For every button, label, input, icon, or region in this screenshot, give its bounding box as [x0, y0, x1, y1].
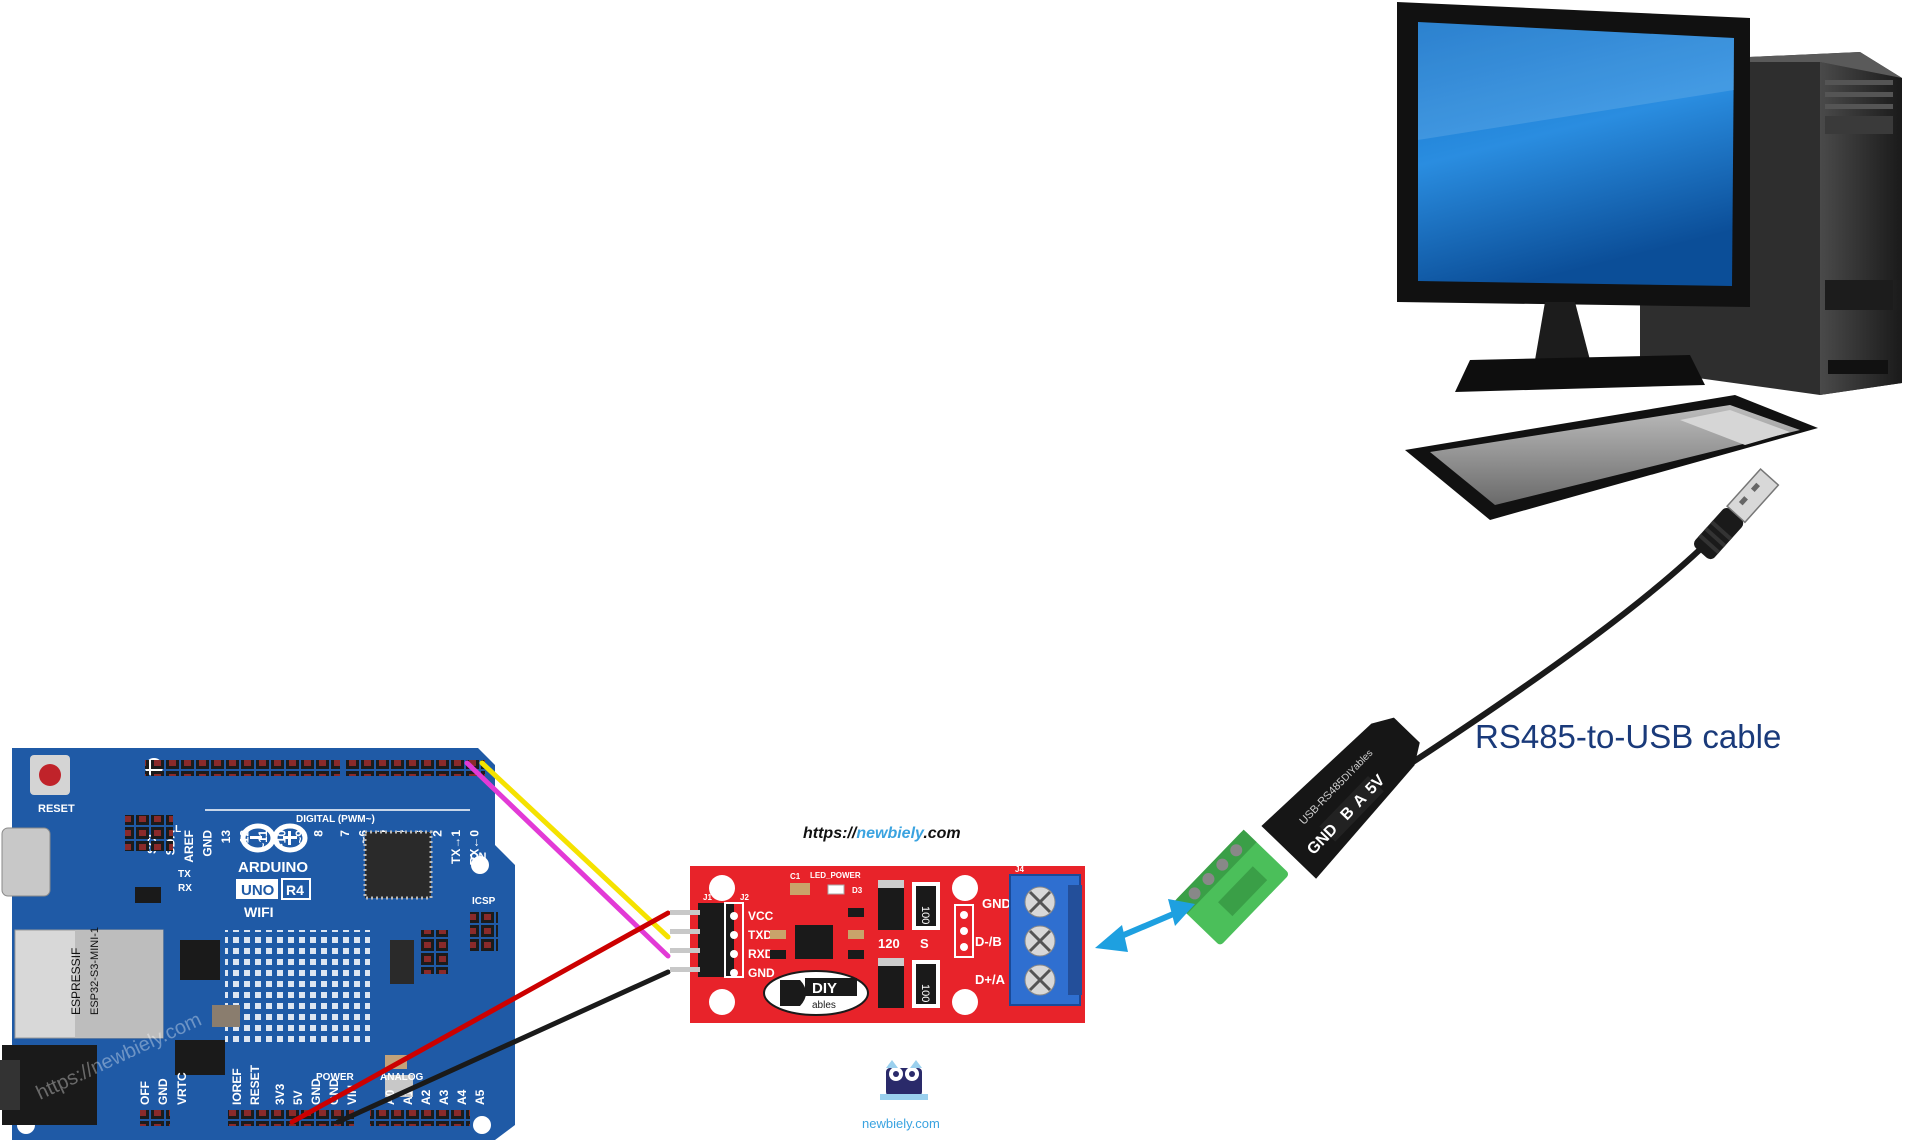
arduino-bottom-pin-label: 3V3: [273, 1083, 287, 1105]
rs485-led-label: LED_POWER: [810, 871, 861, 880]
esp32-maker-label: ESPRESSIF: [69, 948, 83, 1015]
arduino-bottom-pin-label: GND: [309, 1078, 323, 1105]
bidirectional-arrow: [1095, 899, 1195, 952]
rs485-ref-j2: J2: [740, 893, 749, 902]
usb-cable: [1367, 467, 1780, 793]
rs485-ttl-module: VCC TXD RXD GND J2 J1 C1 LED_POWER D3 10…: [670, 865, 1085, 1023]
adapter-terminal-block: [1174, 829, 1289, 945]
pc-keyboard: [1405, 395, 1818, 520]
wire-yellow-tx-to-rxd: [479, 760, 671, 940]
rs485-ref-c1: C1: [790, 872, 801, 881]
arduino-bottom-pin-label: A3: [437, 1089, 451, 1105]
arduino-top-pin-label: AREF: [182, 830, 196, 863]
rs485-ref-j1: J1: [703, 893, 712, 902]
diyables-logo-ables: ables: [812, 1000, 836, 1011]
arduino-icsp-label: ICSP: [472, 896, 496, 907]
arduino-bottom-pin-label: A4: [455, 1089, 469, 1105]
arduino-bottom-pin-label: OFF: [138, 1081, 152, 1105]
pc-monitor: [1397, 2, 1750, 392]
esp32-part-label: ESP32-S3-MINI-1: [89, 927, 101, 1015]
arduino-model-uno: UNO: [241, 882, 275, 899]
arduino-model-wifi: WIFI: [244, 904, 274, 920]
arduino-top-pin-label: ~11: [256, 830, 270, 850]
terminal-screw-1: [1024, 886, 1056, 918]
arduino-analog-label: ANALOG: [380, 1072, 424, 1083]
rs485-resistor-a: 100: [919, 906, 931, 924]
usb-rs485-adapter: USB-RS485 DIYables GND B A 5V: [1174, 717, 1420, 945]
rs485-pin-rxd: RXD: [748, 947, 774, 961]
rs485-label-s: S: [920, 936, 929, 951]
arduino-rx-led-label: RX: [178, 883, 192, 894]
arduino-top-pin-label: 7: [338, 830, 352, 837]
usb-a-plug: [1694, 467, 1780, 560]
arduino-brand-label: ARDUINO: [238, 859, 308, 876]
newbiely-logo-text: newbiely.com: [862, 1116, 940, 1131]
arduino-bottom-pin-label: A2: [419, 1089, 433, 1105]
arduino-l-label: L: [175, 824, 181, 835]
rs485-pin-vcc: VCC: [748, 909, 774, 923]
arduino-bottom-pin-label: VRTC: [175, 1072, 189, 1105]
arduino-top-pin-label: 8: [312, 830, 326, 837]
wire-red-5v-to-vcc: [289, 910, 671, 1125]
rs485-pin-d-minus-b: D-/B: [975, 934, 1002, 949]
arduino-bottom-pin-label: RESET: [248, 1064, 262, 1105]
rs485-pin-d-plus-a: D+/A: [975, 972, 1006, 987]
arduino-top-pin-label: RX←0: [468, 830, 482, 866]
caption-rs485-usb-cable: RS485-to-USB cable: [1475, 718, 1781, 755]
arduino-bottom-pin-label: 5V: [291, 1090, 305, 1105]
arduino-on-led-label: ON: [470, 851, 487, 863]
arduino-top-pin-label: 13: [219, 830, 233, 844]
terminal-screw-3: [1024, 964, 1056, 996]
rs485-resistor-b: 100: [919, 984, 931, 1002]
rs485-pin-gnd: GND: [748, 966, 775, 980]
arduino-digital-label: DIGITAL (PWM~): [296, 814, 375, 825]
arduino-top-pin-label: TX→1: [449, 830, 463, 864]
wire-magenta-rx-to-txd: [464, 760, 671, 959]
wire-black-gnd-to-gnd: [335, 969, 671, 1125]
arduino-top-pin-label: GND: [201, 830, 215, 857]
arduino-reset-label: RESET: [38, 803, 75, 815]
arduino-top-pin-label: 2: [431, 830, 445, 837]
desktop-computer: [1397, 2, 1902, 520]
arduino-bottom-pin-label: GND: [156, 1078, 170, 1105]
newbiely-owl-logo: [880, 1060, 928, 1100]
arduino-bottom-pin-label: A5: [473, 1089, 487, 1105]
arduino-tx-led-label: TX: [178, 869, 191, 880]
terminal-screw-2: [1024, 925, 1056, 957]
arduino-infinity-logo: [240, 823, 308, 853]
arduino-uno-r4-wifi: RESET ESPRESSIF ESP32-S3-MINI-1 SCLSDAAR…: [0, 748, 515, 1140]
newbiely-url: https://newbiely.com: [803, 825, 961, 842]
arduino-bottom-pin-label: IOREF: [230, 1068, 244, 1105]
rs485-label-120: 120: [878, 936, 900, 951]
rs485-pin-txd: TXD: [748, 928, 772, 942]
arduino-model-r4: R4: [286, 882, 304, 898]
diyables-logo: DIY ables: [763, 970, 869, 1016]
arduino-power-label: POWER: [316, 1072, 355, 1083]
diyables-logo-diy: DIY: [812, 980, 837, 997]
rs485-ref-j4: J4: [1015, 865, 1024, 874]
rs485-pin-gnd-right: GND: [982, 896, 1011, 911]
wires: [289, 760, 671, 1125]
rs485-ref-d3: D3: [852, 886, 863, 895]
